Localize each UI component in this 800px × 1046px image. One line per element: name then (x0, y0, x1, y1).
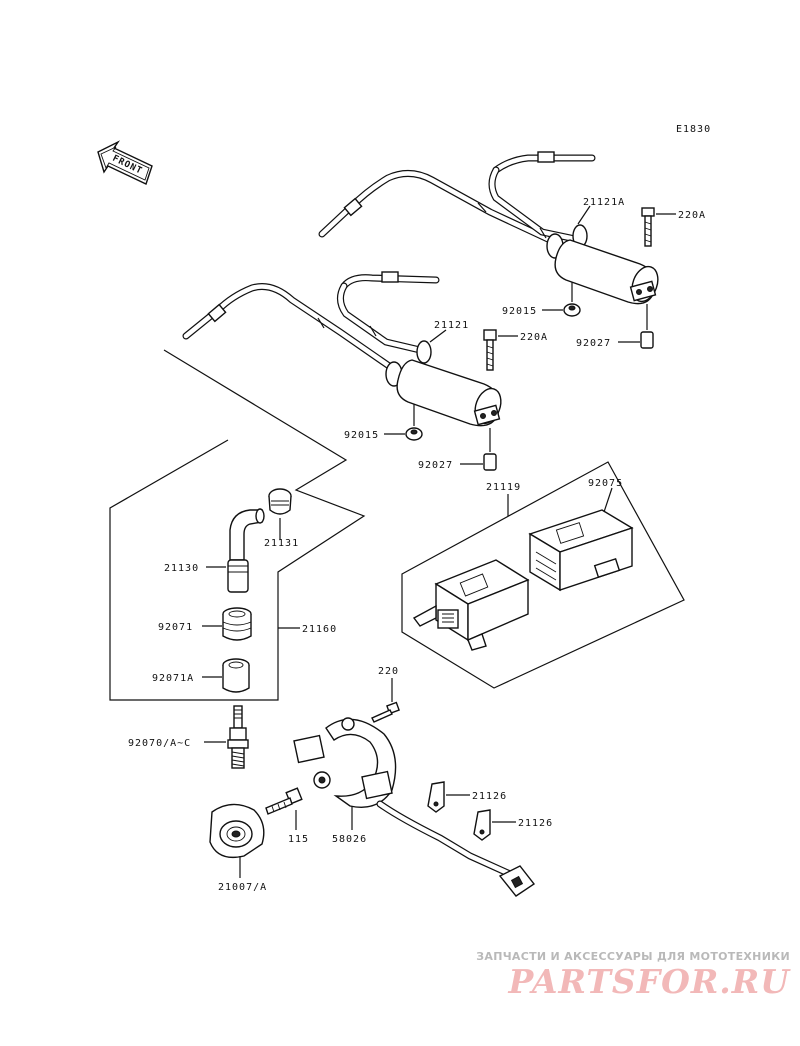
pickup-plate (293, 717, 536, 897)
label-igniter-group: 21119 (486, 482, 521, 493)
igniter-group-frame (401, 461, 685, 689)
label-bolt-rear: 220A (520, 332, 548, 343)
leader-igniter-box (603, 487, 613, 513)
label-igniter-box: 92075 (588, 478, 623, 489)
label-plug-cap: 21131 (264, 538, 299, 549)
label-cap-rear: 92027 (418, 460, 453, 471)
nut-front (563, 282, 581, 317)
label-cap-front: 92027 (576, 338, 611, 349)
ignition-coil-rear (182, 271, 502, 427)
plug-cap-assy (227, 508, 265, 593)
bolt-front (641, 207, 655, 247)
plug-cap (268, 488, 292, 515)
rotor (209, 803, 265, 859)
label-nut-rear: 92015 (344, 430, 379, 441)
label-spark-plug: 92070/A~C (128, 738, 191, 749)
front-arrow-icon: FRONT (97, 140, 153, 185)
bolt-rear (483, 329, 497, 371)
bracket-1 (427, 781, 445, 813)
label-bracket-1: 21126 (472, 791, 507, 802)
label-bracket-2: 21126 (518, 818, 553, 829)
label-bolt: 115 (288, 834, 309, 845)
seal-2 (222, 658, 250, 693)
plug-cap-group-frame (109, 349, 366, 701)
leader-coil-front (577, 205, 591, 225)
igniter-box (528, 509, 634, 592)
bracket-2 (473, 809, 491, 841)
label-seal-1: 92071 (158, 622, 193, 633)
label-seal-2: 92071A (152, 673, 194, 684)
label-nut-front: 92015 (502, 306, 537, 317)
label-coil-front: 21121A (583, 197, 625, 208)
screw (371, 701, 400, 723)
ignition-coil-front (318, 151, 659, 305)
igniter-unit (412, 559, 530, 651)
cap-front (640, 304, 654, 349)
cap-rear (483, 428, 497, 471)
label-bolt-front: 220A (678, 210, 706, 221)
label-coil-rear: 21121 (434, 320, 469, 331)
label-plug-cap-assy: 21130 (164, 563, 199, 574)
watermark-tagline: ЗАПЧАСТИ И АКСЕССУАРЫ ДЛЯ МОТОТЕХНИКИ (476, 950, 790, 963)
label-screw: 220 (378, 666, 399, 677)
spark-plug (227, 705, 249, 769)
leader-coil-rear (429, 329, 447, 343)
watermark-logo: PARTSFOR.RU (508, 962, 790, 1001)
figure-code: E1830 (676, 124, 711, 135)
seal-1 (222, 607, 252, 641)
label-plug-cap-group: 21160 (302, 624, 337, 635)
label-pickup-plate: 58026 (332, 834, 367, 845)
bolt (265, 787, 303, 815)
label-rotor: 21007/A (218, 882, 267, 893)
nut-rear (405, 404, 423, 441)
